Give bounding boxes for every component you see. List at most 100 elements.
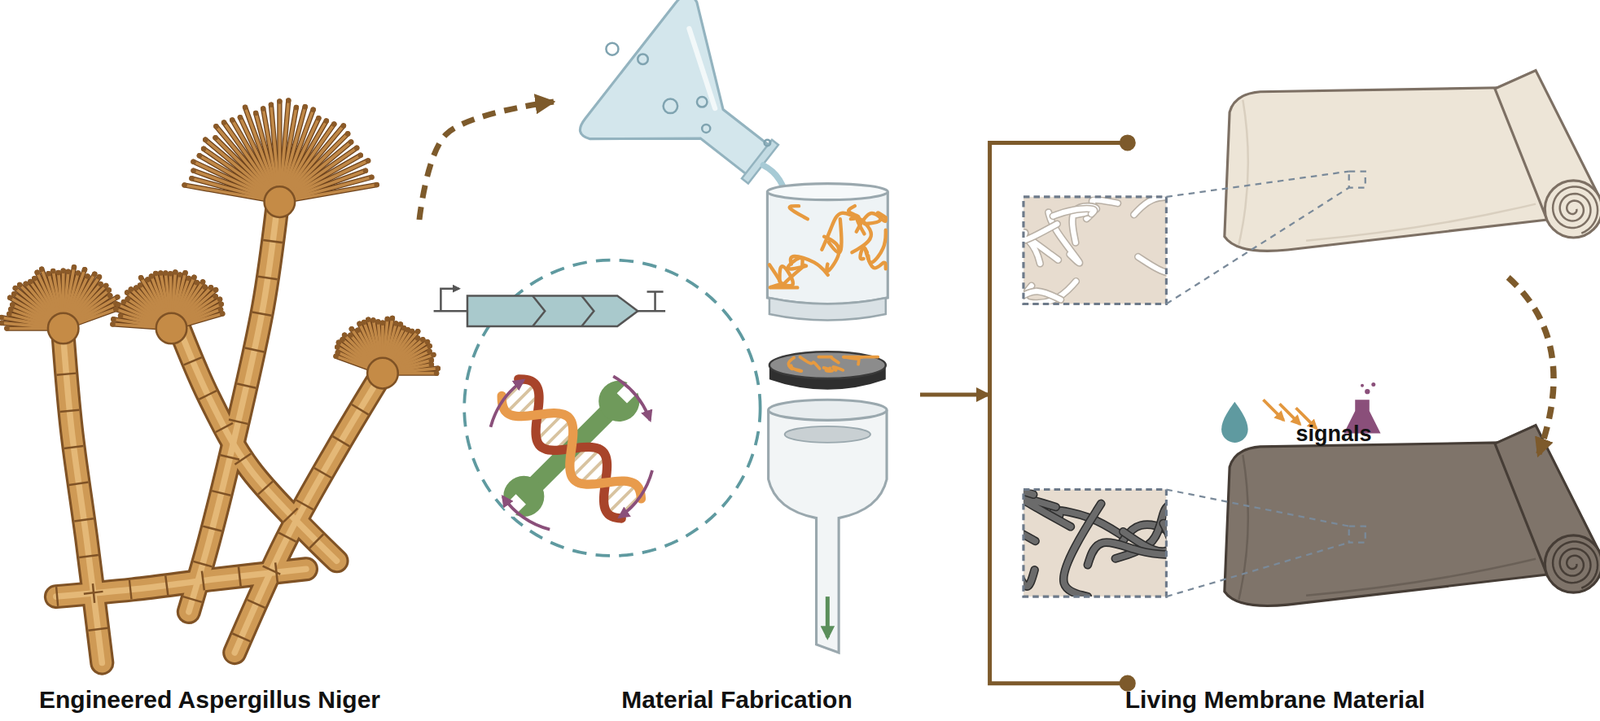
sheet-fold (1238, 455, 1248, 601)
hypha-outline (1134, 197, 1167, 215)
conidium (324, 118, 330, 124)
conidium (202, 136, 209, 143)
conidium (11, 291, 18, 298)
conidium (331, 121, 338, 128)
membrane-roll (1224, 425, 1600, 607)
roll-spiral (1552, 542, 1598, 589)
conidium (335, 350, 342, 356)
conidium (103, 283, 110, 290)
hypha (788, 357, 794, 369)
hypha (1052, 209, 1095, 217)
dna-strand (495, 373, 646, 524)
chemical-bubble (1364, 389, 1370, 395)
wrench-icon (493, 371, 649, 527)
stalk-segment (188, 204, 278, 613)
promoter-symbol (440, 289, 460, 312)
panel-title: Living Membrane Material (989, 685, 1561, 715)
hypha (844, 357, 860, 365)
inset-box (1023, 490, 1167, 598)
panel-title: Engineered Aspergillus Niger (0, 685, 420, 715)
conidium (39, 266, 45, 272)
zoom-square (1349, 171, 1366, 189)
sheet-fold (1306, 204, 1536, 242)
conidium (96, 274, 103, 281)
conidium (45, 271, 52, 277)
phialide (74, 303, 116, 324)
filter-plate (784, 426, 871, 443)
conidium (348, 139, 355, 145)
stalk-segment (188, 204, 278, 613)
conidium (17, 282, 23, 289)
conidium (430, 352, 437, 359)
cycle-arrow (613, 376, 650, 421)
hypha (859, 355, 878, 360)
base-pair (607, 485, 636, 514)
membrane-disk (769, 351, 886, 379)
conidium (429, 362, 435, 369)
conidium (380, 320, 386, 326)
zoom-leaders (1166, 171, 1365, 598)
disk-hyphae (788, 357, 878, 372)
conidium (237, 114, 244, 121)
bubble (605, 43, 619, 56)
conidium (260, 105, 267, 112)
figure-panel: Engineered Aspergillus Niger (0, 0, 420, 721)
conidium (242, 105, 249, 111)
hypha (832, 367, 843, 371)
hypha (818, 357, 838, 364)
base-pair (506, 384, 535, 413)
conidium (138, 275, 145, 281)
membrane-rolls (1224, 70, 1600, 606)
hypha-outline (1023, 567, 1035, 588)
gene-construct (433, 289, 666, 327)
hypha-stalk (56, 204, 380, 664)
conidium (365, 157, 372, 164)
water-drop-icon (1221, 402, 1249, 443)
conidium (191, 275, 198, 281)
hypha (1138, 257, 1167, 274)
conidium (22, 281, 29, 288)
conidium (213, 287, 220, 294)
hypha (1134, 197, 1167, 215)
conidium (357, 152, 364, 158)
hypha-outline (1087, 543, 1167, 566)
conidium (71, 264, 78, 271)
conidium (4, 325, 10, 332)
conidium (105, 287, 112, 294)
conidium (55, 270, 62, 277)
stalk-segment (178, 326, 337, 562)
conidium (107, 293, 114, 299)
conidium (113, 306, 119, 313)
hypha-outline (1052, 209, 1095, 217)
bubble (637, 53, 649, 65)
sheet-fold (1306, 559, 1536, 597)
vesicle (264, 186, 296, 218)
base-pair (543, 420, 571, 448)
chevron (581, 295, 594, 327)
cup-rim (767, 184, 888, 201)
hypha (1023, 525, 1036, 542)
conidium (9, 302, 16, 308)
stalk-segment (188, 204, 278, 613)
conidium (221, 119, 228, 126)
conidium (302, 104, 308, 110)
conidium (31, 276, 38, 282)
conidium (268, 101, 275, 108)
conidium (293, 105, 300, 111)
wrench-notch (617, 380, 640, 404)
cycle-arrow (619, 470, 653, 518)
bubble (701, 124, 711, 133)
inset-hyphae (1023, 197, 1167, 304)
conidium (409, 328, 416, 335)
sheet-fold (1238, 100, 1248, 246)
conidium (185, 276, 192, 282)
cycle-arrows (490, 376, 654, 530)
conidial-head (333, 315, 441, 390)
conidium (354, 144, 360, 151)
conidium (356, 321, 363, 328)
stalk-segment (178, 326, 337, 562)
phialide (183, 314, 223, 326)
conidium (285, 97, 292, 104)
cup-base (769, 298, 886, 321)
conidium (182, 270, 189, 277)
